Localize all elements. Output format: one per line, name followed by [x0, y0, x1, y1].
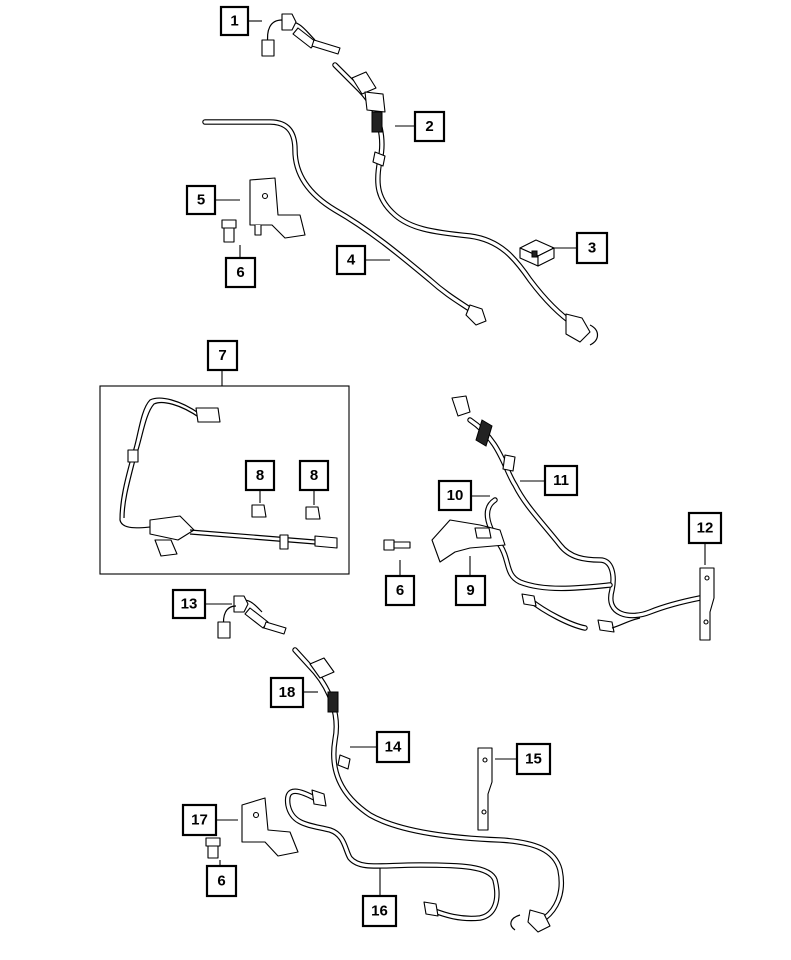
callout-8-b: 8	[298, 459, 330, 492]
callout-6-top: 6	[224, 256, 257, 289]
callout-2: 2	[413, 110, 446, 143]
hose-part-4[interactable]	[202, 119, 487, 326]
svg-text:4: 4	[347, 252, 356, 269]
svg-text:17: 17	[191, 812, 208, 829]
callout-1: 1	[219, 5, 250, 37]
group-frame-7	[99, 385, 350, 575]
svg-text:18: 18	[279, 684, 296, 701]
svg-text:7: 7	[218, 347, 226, 364]
callout-6-middle: 6	[384, 574, 416, 607]
svg-text:13: 13	[181, 596, 198, 613]
bolt-part-6-top[interactable]	[221, 219, 237, 243]
callout-15: 15	[515, 742, 552, 776]
callout-6-bottom: 6	[205, 864, 238, 898]
svg-text:8: 8	[310, 467, 318, 484]
svg-text:5: 5	[197, 192, 205, 209]
callout-8-a: 8	[244, 459, 276, 492]
svg-text:2: 2	[425, 118, 433, 135]
svg-text:14: 14	[385, 739, 402, 756]
callout-3: 3	[575, 231, 609, 265]
callout-14: 14	[375, 730, 411, 764]
bolt-part-6-bottom[interactable]	[205, 837, 221, 859]
sensor-lead-part-1[interactable]	[261, 13, 341, 57]
hose-part-2[interactable]	[332, 62, 599, 346]
clip-part-8-b[interactable]	[305, 506, 321, 520]
callout-12: 12	[687, 511, 723, 545]
bracket-part-15[interactable]	[477, 747, 493, 831]
hose-part-14[interactable]	[292, 647, 564, 933]
bracket-part-12[interactable]	[699, 567, 715, 641]
bracket-part-9[interactable]	[431, 519, 506, 563]
svg-text:6: 6	[396, 582, 404, 599]
callout-10: 10	[437, 479, 473, 512]
svg-text:16: 16	[371, 903, 388, 920]
hose-part-10[interactable]	[484, 497, 613, 631]
clip-part-8-a[interactable]	[251, 504, 267, 518]
leader-lines	[205, 20, 706, 896]
clip-part-3[interactable]	[519, 239, 555, 267]
svg-text:6: 6	[217, 873, 225, 890]
callout-7: 7	[206, 339, 239, 372]
callout-9: 9	[454, 574, 487, 607]
callout-13: 13	[171, 588, 207, 620]
svg-text:9: 9	[466, 582, 474, 599]
callout-16: 16	[361, 894, 398, 928]
svg-text:12: 12	[697, 520, 714, 537]
callout-4: 4	[335, 244, 367, 276]
callout-11: 11	[543, 464, 579, 497]
hose-part-11[interactable]	[451, 395, 703, 633]
harness-part-7[interactable]	[119, 397, 338, 557]
svg-text:1: 1	[230, 13, 238, 30]
callout-17: 17	[181, 803, 218, 837]
callout-18: 18	[269, 676, 305, 709]
bolt-part-6-middle[interactable]	[383, 539, 411, 551]
svg-text:10: 10	[447, 487, 464, 504]
svg-text:6: 6	[236, 264, 244, 281]
svg-text:3: 3	[588, 240, 596, 257]
callout-5: 5	[185, 184, 217, 216]
hose-part-16[interactable]	[284, 788, 500, 922]
svg-text:8: 8	[256, 467, 264, 484]
bracket-part-5[interactable]	[249, 177, 306, 239]
svg-text:15: 15	[525, 751, 542, 768]
bracket-part-17[interactable]	[241, 797, 299, 857]
svg-text:11: 11	[553, 472, 569, 489]
sensor-lead-part-13[interactable]	[217, 595, 287, 639]
